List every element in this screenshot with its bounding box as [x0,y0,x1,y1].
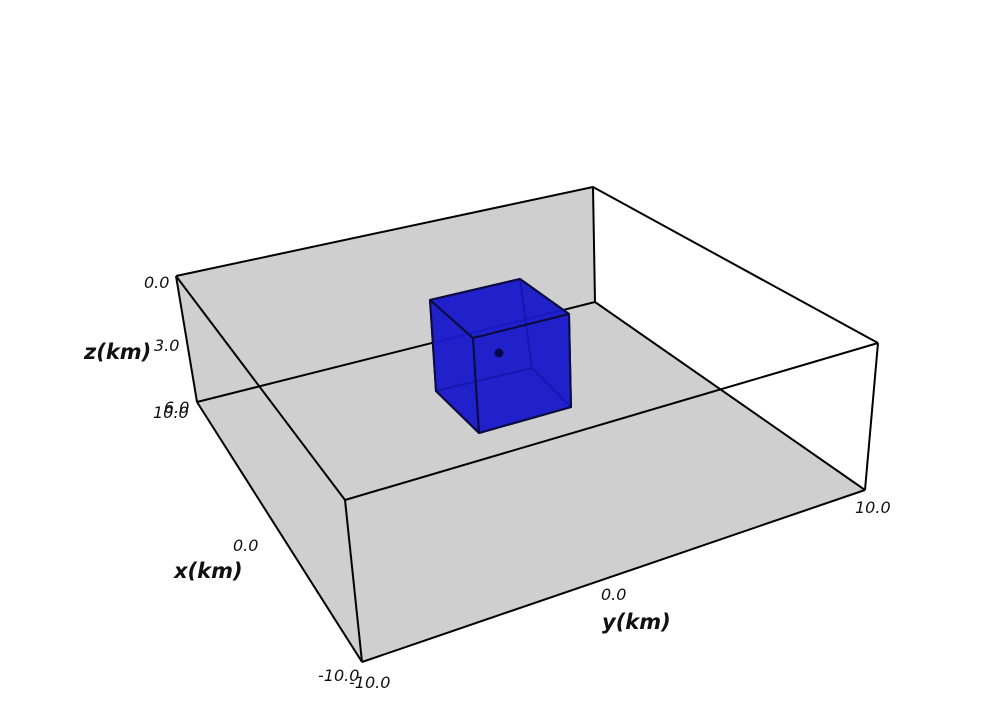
right-vertical-edge [864,342,879,491]
x-tick-2: -10.0 [318,666,359,685]
front-top-diagonal-edge [175,275,346,501]
z-tick-2: 6.0 [164,398,189,417]
x-axis-label: x(km) [173,559,243,583]
y-tick-0: -10.0 [349,673,390,692]
model-walls [176,187,865,662]
back-right-vertical-edge [592,186,596,303]
floor-front-edge [361,489,866,663]
y-axis: -10.0 0.0 10.0 y(km) [349,498,891,692]
z-tick-1: 3.0 [154,336,179,355]
front-edges [175,275,879,663]
left-vertical-edge [175,275,198,403]
cube-front-face [472,313,572,434]
z-tick-0: 0.0 [144,273,169,292]
y-tick-1: 0.0 [601,585,626,604]
back-wall [176,187,595,402]
front-top-edge [344,342,879,501]
floor-left-edge [196,401,363,663]
z-axis-label: z(km) [83,340,151,364]
y-axis-label: y(km) [602,610,671,634]
z-axis: 0.0 3.0 6.0 z(km) [83,273,189,417]
y-tick-2: 10.0 [855,498,891,517]
floor-right-back-edge [594,301,866,491]
front-vertical-edge [344,499,363,663]
x-tick-1: 0.0 [233,536,258,555]
source-point-marker [494,348,504,358]
x-tick-0: 10.0 [153,403,189,422]
floor-plane [197,302,865,662]
anomaly-cube [429,278,572,434]
x-axis: 10.0 0.0 -10.0 x(km) [153,403,359,685]
